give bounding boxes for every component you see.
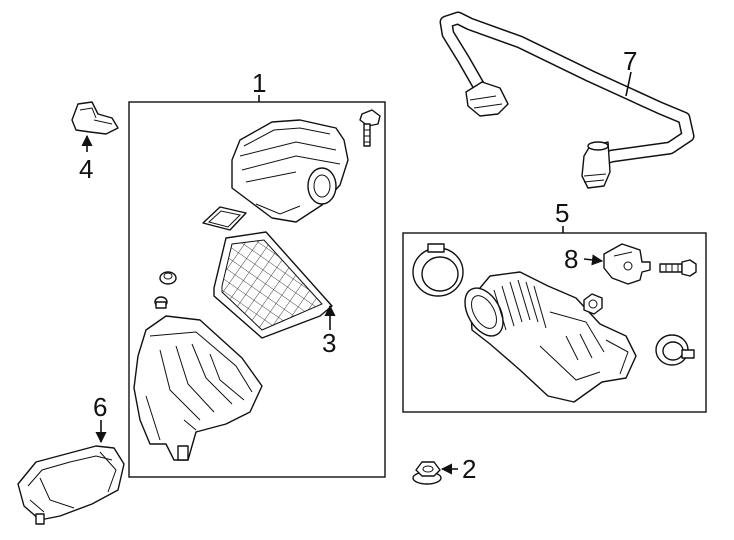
flange-nut-2 [412, 461, 442, 485]
leader-7 [625, 71, 632, 97]
callout-6: 6 [93, 392, 107, 422]
callout-7: 7 [623, 46, 637, 76]
intake-tube [464, 271, 637, 403]
air-inlet-duct-6 [17, 445, 125, 525]
vent-tube-7 [439, 11, 695, 189]
callout-8: 8 [564, 244, 578, 274]
hose-clamp-left [412, 243, 464, 297]
air-filter-element [213, 231, 333, 339]
assembly-5-box [402, 232, 707, 413]
callout-3: 3 [322, 328, 336, 358]
bolt-assembly-5 [659, 259, 697, 277]
leader-8 [583, 254, 604, 266]
callout-4: 4 [79, 154, 93, 184]
callout-5: 5 [555, 198, 569, 228]
callout-2: 2 [462, 454, 476, 484]
sensor-part-8 [603, 243, 651, 285]
air-cleaner-housing [133, 315, 263, 461]
small-gasket [202, 206, 247, 231]
assembly-1-box [128, 101, 386, 478]
hose-clamp-right [655, 334, 695, 366]
air-cleaner-cover [231, 119, 349, 223]
bolt-cover [359, 109, 381, 147]
nut-small [583, 293, 603, 315]
grommet-lower [154, 296, 168, 309]
callout-1: 1 [252, 68, 266, 98]
bracket-part-4 [71, 101, 119, 135]
grommet-upper [159, 271, 177, 285]
